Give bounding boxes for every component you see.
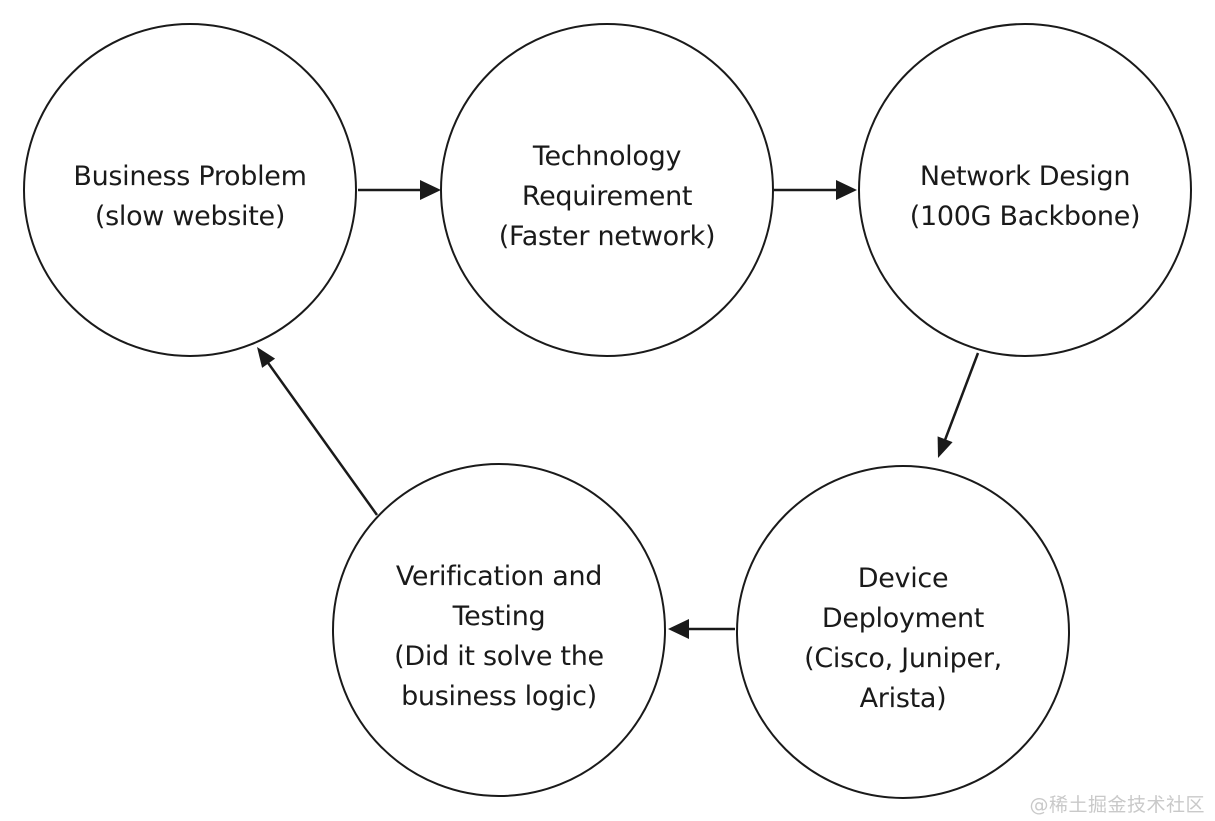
arrow-deployment-to-verification	[668, 619, 735, 639]
node-verification-testing-label: Verification and Testing (Did it solve t…	[394, 561, 604, 712]
node-network-design-label: Network Design (100G Backbone)	[909, 161, 1141, 232]
arrow-network-design-to-deployment	[937, 352, 980, 458]
arrow-technology-to-network-design	[774, 180, 857, 200]
arrow-verification-to-business	[257, 347, 379, 516]
node-business-problem-label: Business Problem (slow website)	[73, 161, 307, 232]
node-device-deployment-label: Device Deployment (Cisco, Juniper, Arist…	[804, 563, 1002, 714]
node-technology-requirement-label: Technology Requirement (Faster network)	[498, 141, 716, 252]
watermark-juejin: @稀土掘金技术社区	[1029, 794, 1205, 816]
node-technology-requirement: Technology Requirement (Faster network)	[440, 23, 774, 357]
arrow-business-to-technology	[358, 180, 441, 200]
node-business-problem: Business Problem (slow website)	[23, 23, 357, 357]
node-device-deployment: Device Deployment (Cisco, Juniper, Arist…	[736, 465, 1070, 799]
node-network-design: Network Design (100G Backbone)	[858, 23, 1192, 357]
node-verification-testing: Verification and Testing (Did it solve t…	[332, 463, 666, 797]
